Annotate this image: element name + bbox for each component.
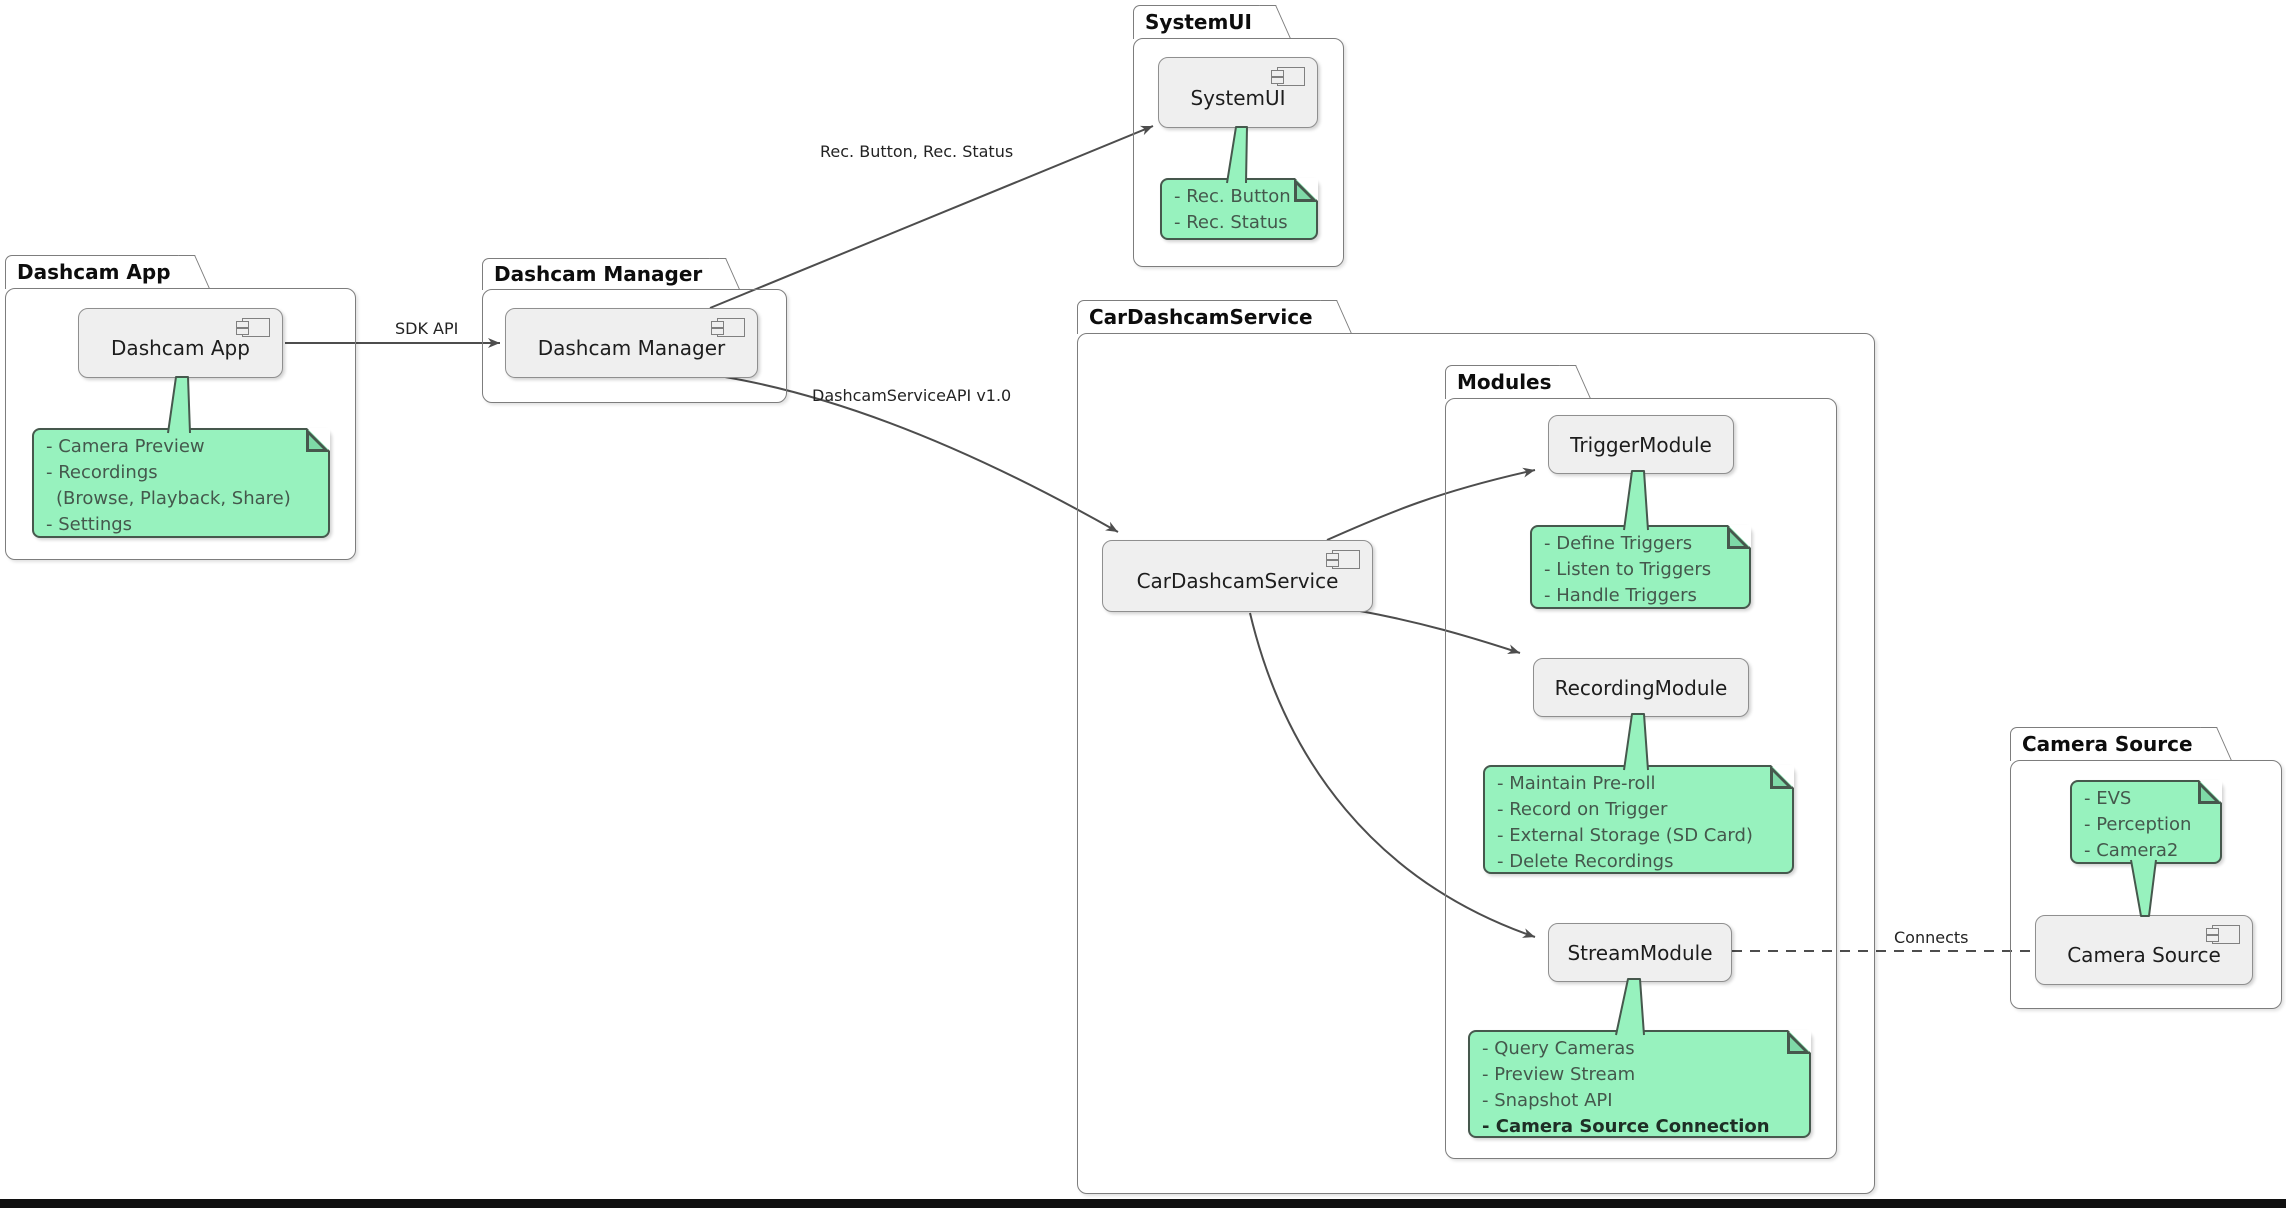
note-line: - Preview Stream	[1482, 1064, 1636, 1085]
note-line: - Handle Triggers	[1544, 585, 1697, 606]
component-label: StreamModule	[1567, 940, 1713, 965]
note-line: - Rec. Button	[1174, 186, 1291, 207]
note-line: - Maintain Pre-roll	[1497, 773, 1656, 794]
note-systemui: - Rec. Button - Rec. Status	[1160, 178, 1318, 240]
note-dashcam-app: - Camera Preview - Recordings (Browse, P…	[32, 428, 330, 538]
component-icon	[711, 318, 745, 337]
note-recording-module: - Maintain Pre-roll - Record on Trigger …	[1483, 765, 1794, 874]
package-tab-camera-source: Camera Source	[2010, 727, 2201, 761]
package-tab-modules: Modules	[1445, 365, 1560, 399]
component-icon	[236, 318, 270, 337]
note-line: - Snapshot API	[1482, 1090, 1613, 1111]
edge-label-sdk-api: SDK API	[395, 319, 459, 338]
edge-label-connects: Connects	[1894, 928, 1969, 947]
note-line: - Camera2	[2084, 840, 2179, 861]
component-label: SystemUI	[1190, 85, 1286, 110]
note-line: - Camera Preview	[46, 436, 205, 457]
package-title: CarDashcamService	[1089, 305, 1313, 329]
note-camera-source: - EVS - Perception - Camera2	[2070, 780, 2222, 864]
bottom-bar	[0, 1199, 2286, 1208]
note-fold-icon	[2198, 780, 2222, 804]
note-line: - Define Triggers	[1544, 533, 1693, 554]
component-dashcam-manager: Dashcam Manager	[505, 308, 758, 378]
package-tab-dashcam-app: Dashcam App	[5, 255, 179, 289]
package-title: SystemUI	[1145, 10, 1252, 34]
package-cardashcamservice	[1077, 333, 1875, 1194]
note-line: (Browse, Playback, Share)	[56, 488, 291, 509]
package-title: Camera Source	[2022, 732, 2193, 756]
component-label: Camera Source	[2067, 943, 2221, 967]
note-line: - Delete Recordings	[1497, 851, 1674, 872]
component-label: TriggerModule	[1570, 432, 1712, 457]
component-dashcam-app: Dashcam App	[78, 308, 283, 378]
note-fold-icon	[1770, 765, 1794, 789]
component-icon	[1271, 67, 1305, 86]
note-line: - EVS	[2084, 788, 2132, 809]
note-fold-icon	[306, 428, 330, 452]
component-camera-source: Camera Source	[2035, 915, 2253, 985]
package-tab-systemui: SystemUI	[1133, 5, 1260, 39]
note-line: - Perception	[2084, 814, 2192, 835]
note-trigger-module: - Define Triggers - Listen to Triggers -…	[1530, 525, 1751, 609]
note-line: - Query Cameras	[1482, 1038, 1635, 1059]
note-line: - Listen to Triggers	[1544, 559, 1712, 580]
package-dashcam-manager	[482, 289, 787, 403]
note-fold-icon	[1294, 178, 1318, 202]
note-line: - Recordings	[46, 462, 158, 483]
component-stream-module: StreamModule	[1548, 923, 1732, 982]
note-fold-icon	[1787, 1030, 1811, 1054]
package-dashcam-app	[5, 288, 356, 560]
component-icon	[1326, 550, 1360, 569]
package-title: Dashcam Manager	[494, 262, 703, 286]
component-label: CarDashcamService	[1136, 569, 1339, 593]
edge-label-dashcam-service-api: DashcamServiceAPI v1.0	[812, 386, 1012, 405]
component-icon	[2206, 925, 2240, 944]
component-cardashcamservice: CarDashcamService	[1102, 540, 1373, 612]
note-line: - Rec. Status	[1174, 212, 1288, 233]
note-fold-icon	[1727, 525, 1751, 549]
note-line: - External Storage (SD Card)	[1497, 825, 1753, 846]
component-label: RecordingModule	[1554, 675, 1728, 700]
component-label: Dashcam App	[111, 336, 250, 360]
note-line: - Record on Trigger	[1497, 799, 1668, 820]
edge-label-rec-button-status: Rec. Button, Rec. Status	[820, 142, 1014, 161]
component-label: Dashcam Manager	[537, 336, 726, 360]
package-title: Dashcam App	[17, 260, 171, 284]
component-systemui: SystemUI	[1158, 57, 1318, 128]
package-tab-dashcam-manager: Dashcam Manager	[482, 258, 711, 290]
package-tab-cardashcamservice: CarDashcamService	[1077, 300, 1321, 334]
package-title: Modules	[1457, 370, 1552, 394]
component-recording-module: RecordingModule	[1533, 658, 1749, 717]
component-trigger-module: TriggerModule	[1548, 415, 1734, 474]
package-camera-source	[2010, 760, 2282, 1009]
note-line: - Settings	[46, 514, 133, 535]
note-line: - Camera Source Connection	[1482, 1116, 1770, 1137]
note-stream-module: - Query Cameras - Preview Stream - Snaps…	[1468, 1030, 1811, 1138]
